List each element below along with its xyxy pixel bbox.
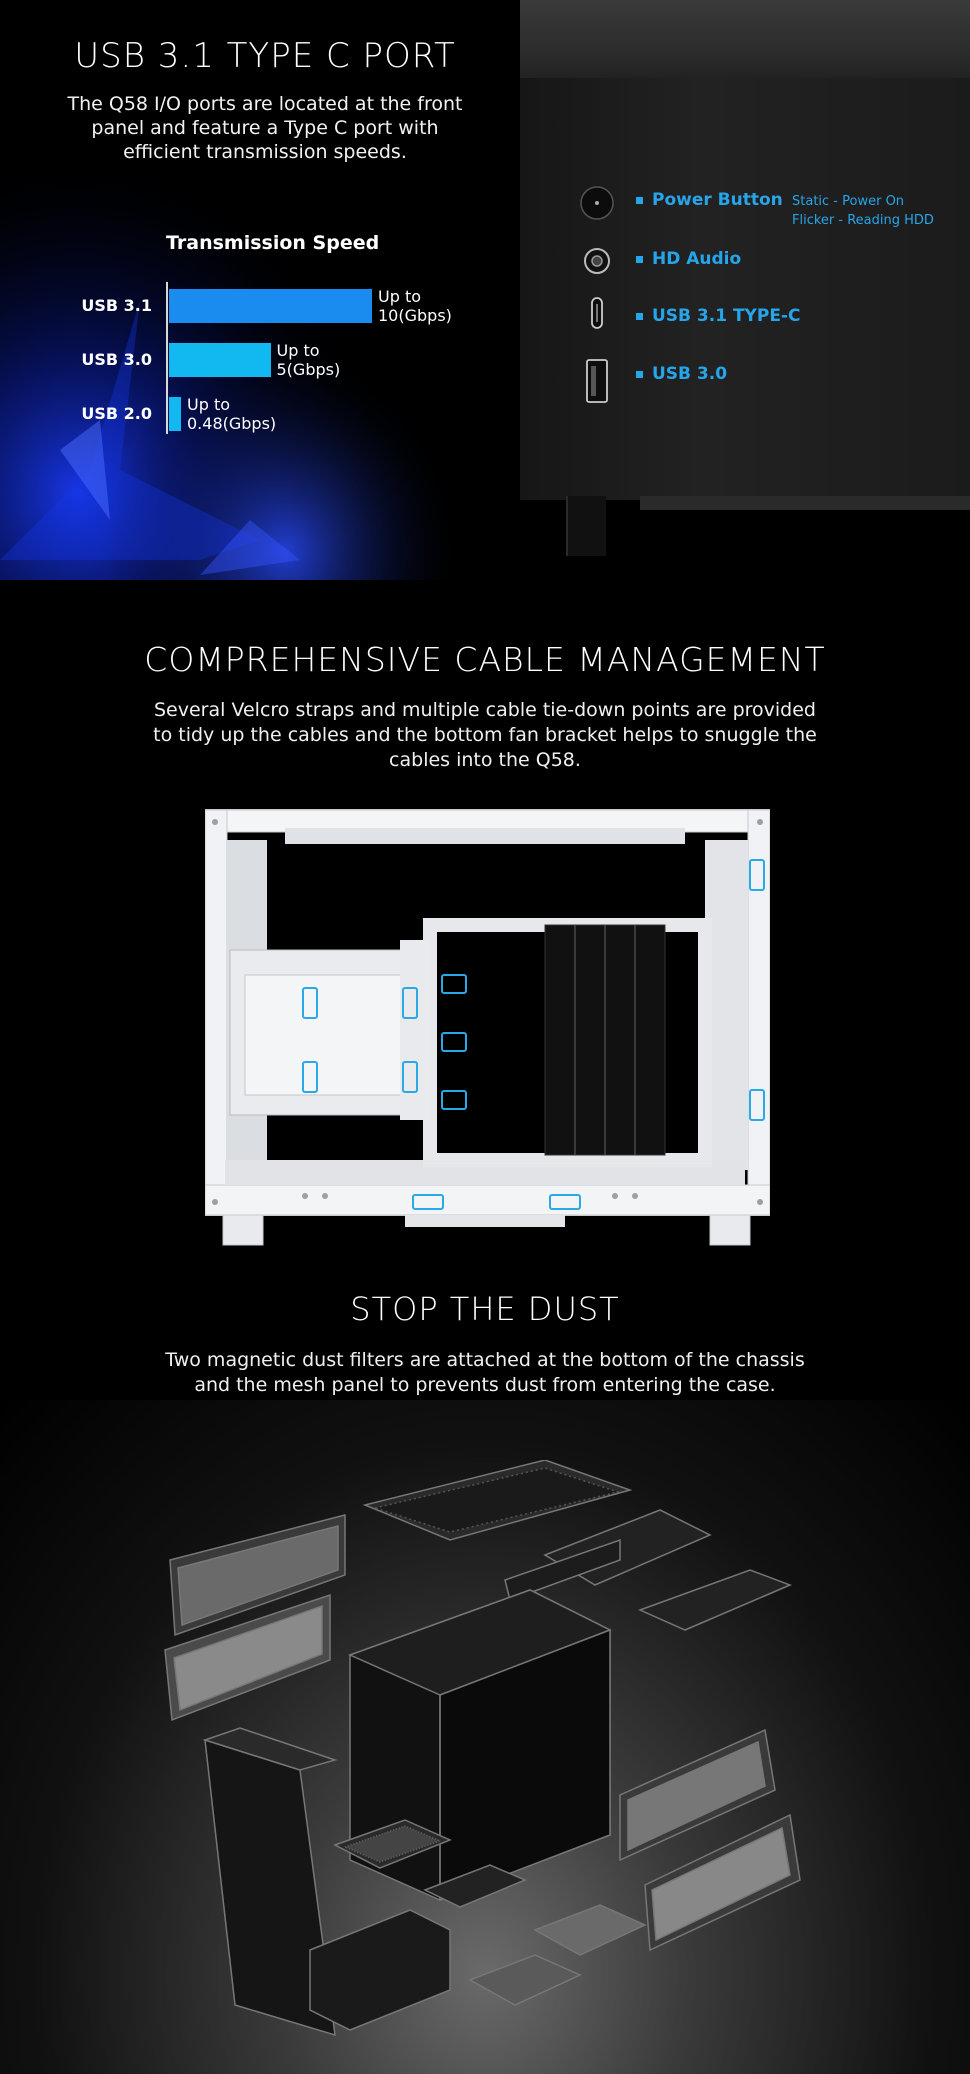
case-foot [566, 496, 606, 556]
white-chassis-image [205, 809, 770, 1246]
bullet-icon [636, 370, 643, 378]
io-label-audio: HD Audio [636, 249, 741, 269]
chart-axis [166, 282, 168, 434]
usb-a-port-icon [586, 359, 608, 403]
usb-section: USB 3.1 TYPE C PORT The Q58 I/O ports ar… [0, 0, 970, 580]
bullet-icon [636, 255, 643, 263]
chart-title: Transmission Speed [166, 232, 380, 254]
case-base [640, 496, 970, 510]
audio-jack-icon [584, 248, 610, 274]
bar-usb30 [169, 343, 271, 377]
io-label-power: Power Button [636, 190, 783, 210]
power-button-icon [580, 186, 614, 220]
bar-value-usb31: Up to 10(Gbps) [378, 287, 452, 325]
bar-label-usb20: USB 2.0 [81, 404, 152, 423]
dust-section-title: STOP THE DUST [350, 1290, 620, 1328]
usb-c-port-icon [591, 297, 603, 329]
bar-label-usb31: USB 3.1 [81, 296, 152, 315]
bullet-icon [636, 312, 643, 320]
exploded-chassis-image [164, 1460, 801, 2037]
dust-section-description: Two magnetic dust filters are attached a… [165, 1349, 805, 1396]
bullet-icon [636, 196, 643, 204]
bar-usb31 [169, 289, 372, 323]
bar-label-usb30: USB 3.0 [81, 350, 152, 369]
io-label-usbc: USB 3.1 TYPE-C [636, 306, 800, 326]
io-label-usba: USB 3.0 [636, 364, 727, 384]
cable-section-title: COMPREHENSIVE CABLE MANAGEMENT [144, 640, 826, 679]
usb-section-title: USB 3.1 TYPE C PORT [74, 36, 456, 76]
cable-section-description: Several Velcro straps and multiple cable… [153, 699, 817, 771]
bar-value-usb30: Up to 5(Gbps) [276, 341, 341, 379]
bar-value-usb20: Up to 0.48(Gbps) [187, 395, 277, 433]
bar-usb20 [169, 397, 181, 431]
usb-section-description: The Q58 I/O ports are located at the fro… [67, 93, 463, 163]
power-led-note: Static - Power On Flicker - Reading HDD [792, 194, 934, 228]
front-panel-top [520, 0, 970, 78]
